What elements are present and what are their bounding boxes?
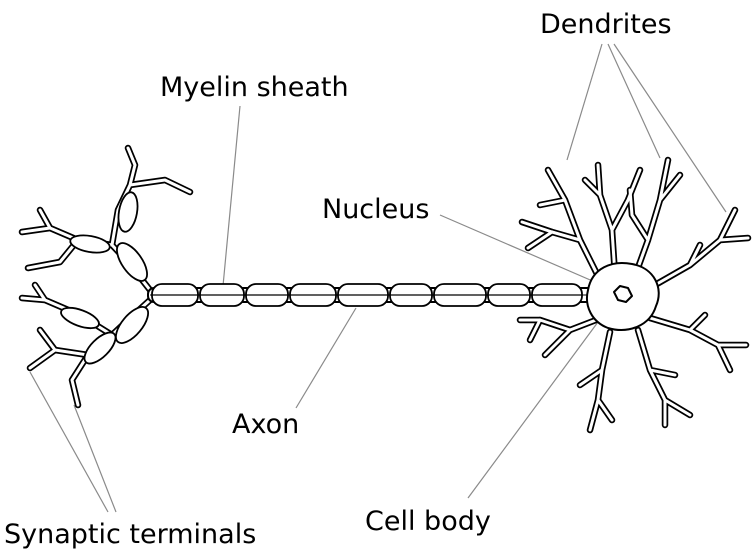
synaptic-terminal-branches — [22, 148, 190, 405]
leader-axon — [296, 308, 356, 408]
label-myelin-sheath: Myelin sheath — [160, 74, 349, 101]
label-dendrites: Dendrites — [540, 11, 672, 38]
leader-dendrites-1 — [567, 44, 602, 160]
axon — [148, 284, 596, 306]
label-nucleus: Nucleus — [322, 196, 429, 223]
leader-myelin — [223, 106, 240, 286]
nucleus — [614, 286, 632, 302]
leader-cell-body — [468, 322, 598, 498]
label-synaptic-terminals: Synaptic terminals — [4, 521, 256, 548]
leader-synaptic-2 — [74, 405, 116, 512]
myelin-segments — [152, 284, 582, 306]
label-cell-body: Cell body — [365, 508, 491, 535]
leader-synaptic-1 — [30, 372, 108, 512]
label-axon: Axon — [232, 411, 299, 438]
cell-body — [587, 263, 659, 330]
